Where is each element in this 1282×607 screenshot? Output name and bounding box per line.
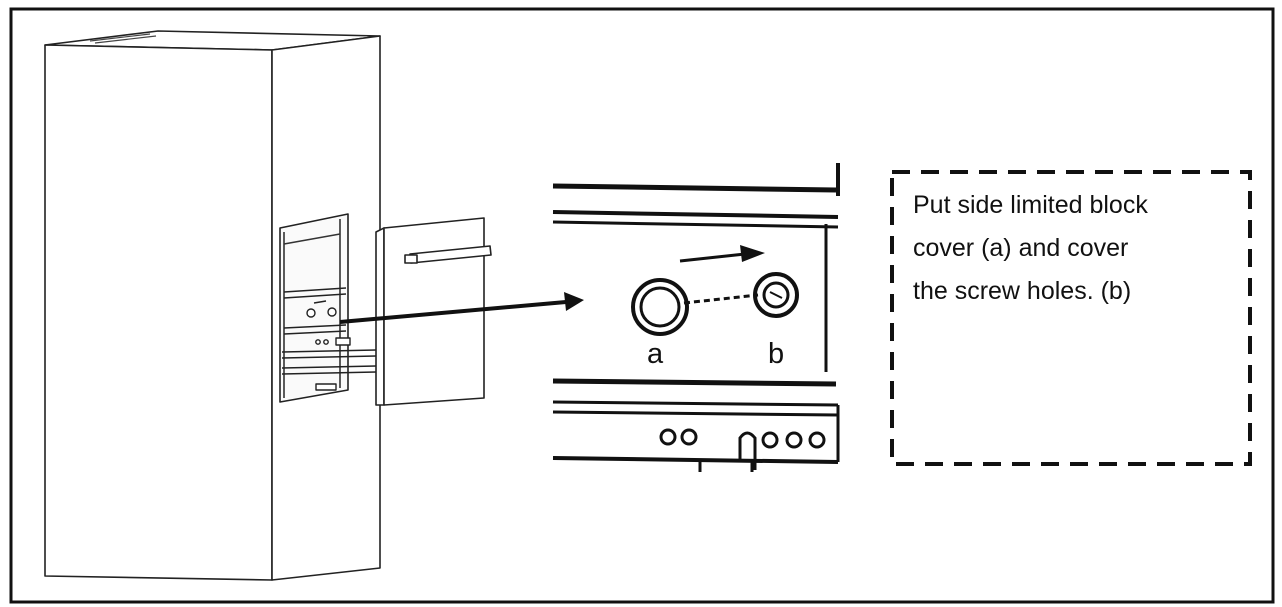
side-block-cover-a: [631, 278, 689, 336]
callout-instruction: Put side limited block cover (a) and cov…: [913, 184, 1233, 313]
callout-line-2: cover (a) and cover: [913, 234, 1129, 262]
drawer-opening: [279, 213, 349, 403]
drawer-handle: [404, 245, 492, 264]
outer-border: [9, 7, 1275, 604]
callout-line-3: the screw holes. (b): [913, 277, 1132, 305]
screw-hole-b: [753, 272, 799, 318]
lower-rail-holes: [659, 428, 826, 472]
cabinet-left-side: [44, 44, 273, 581]
drawer-front: [383, 217, 485, 406]
callout-line-1: Put side limited block: [913, 191, 1148, 219]
callout-box: [890, 170, 1252, 466]
pointer-arrow: [339, 292, 584, 324]
direction-arrow: [679, 245, 765, 263]
detail-view: [552, 163, 840, 472]
rail-mechanism: [281, 287, 377, 391]
label-b: b: [768, 338, 785, 370]
cabinet-illustration: [44, 30, 492, 581]
label-a: a: [647, 338, 664, 370]
dashed-path: [683, 293, 759, 305]
